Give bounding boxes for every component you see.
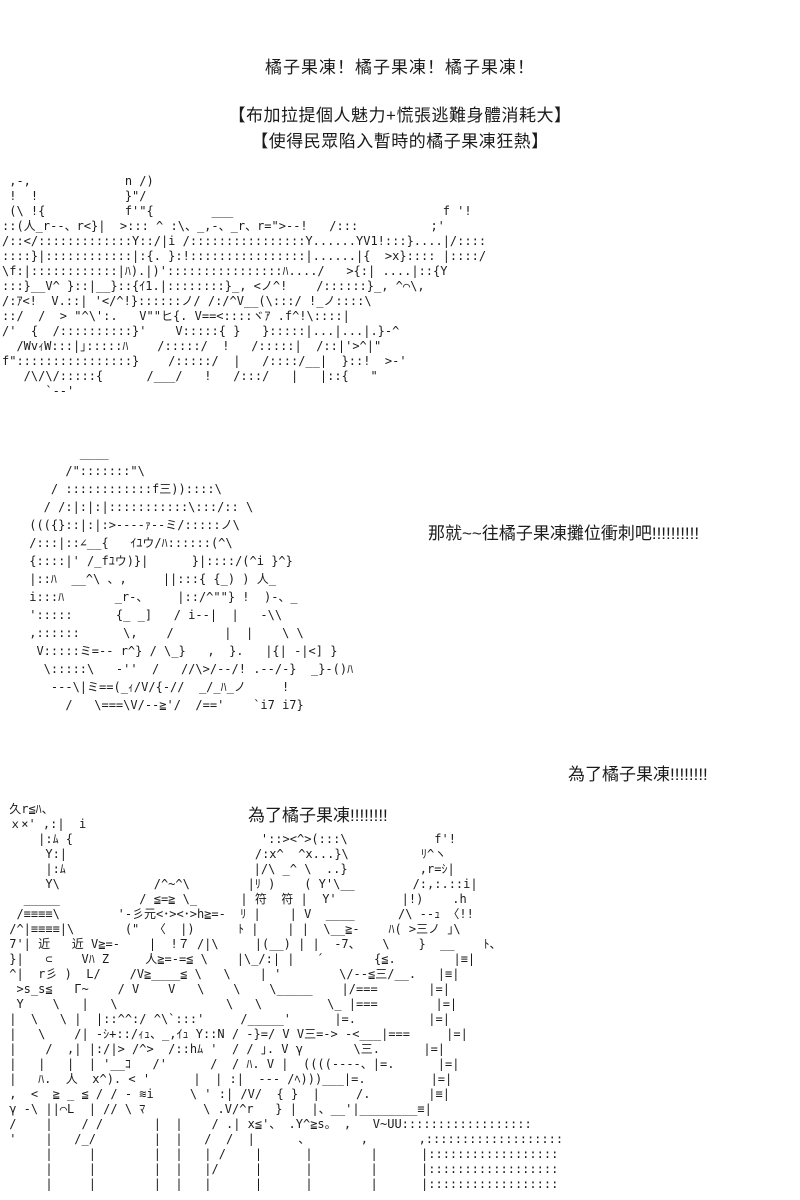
cheer-line-left: 為了橘子果凍!!!!!!!! — [248, 806, 388, 825]
charge-speech-line: 那就~~往橘子果凍攤位衝刺吧!!!!!!!!!! — [428, 524, 700, 543]
chant-title: 橘子果凍！橘子果凍！橘子果凍！ — [265, 58, 535, 77]
cheer-line-right: 為了橘子果凍!!!!!!!! — [568, 765, 708, 784]
ascii-character-face: ____ /":::::::"\ / ::::::::::::f三))::::\… — [29, 446, 354, 712]
effect-caption-line-1: 【布加拉提個人魅力+慌張逃難身體消耗大】 — [228, 106, 572, 125]
effect-caption-line-2: 【使得民眾陷入暫時的橘子果凍狂熱】 — [251, 132, 549, 151]
ascii-crowd-bottom: 久r≦ﾊ、 ｘ×' ,:| i |:ﾑ { '::><^>(:::\ f'! Y… — [9, 802, 564, 1191]
ascii-crowd-top: ,-, n /) ! ! }"/ (\ !{ f'"{ ___ f '! ::(… — [2, 174, 487, 398]
